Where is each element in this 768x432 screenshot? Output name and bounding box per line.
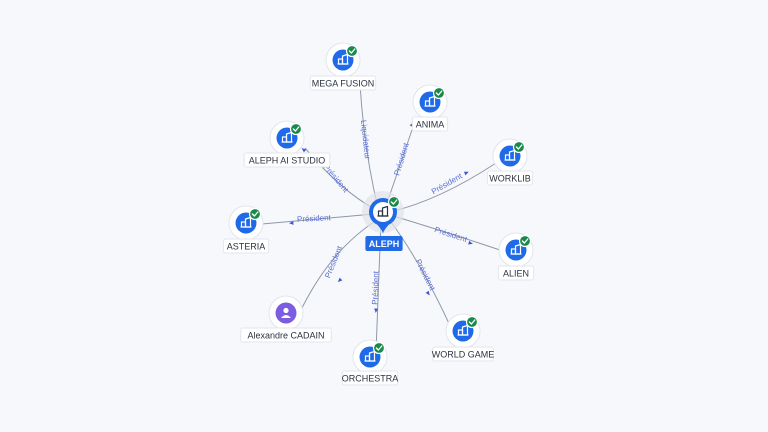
node-world_game[interactable]: WORLD GAME <box>432 313 495 362</box>
edge-arrow-icon <box>301 148 307 153</box>
verified-check-icon <box>512 140 526 154</box>
person-icon <box>281 307 291 318</box>
verified-check-icon <box>465 315 479 329</box>
center-label-box <box>365 236 403 251</box>
node-label-box <box>411 116 449 132</box>
edge-alexandre_cadain: Président <box>299 219 378 313</box>
nodes-layer: MEGA FUSION ANIMA ALEPH AI STUDIO WORKLIB AS… <box>222 42 535 386</box>
node-label: ALIEN <box>503 269 529 279</box>
verified-check-icon <box>432 86 446 100</box>
node-alexandre_cadain[interactable]: Alexandre CADAIN <box>240 295 332 343</box>
node-mega_fusion[interactable]: MEGA FUSION <box>309 42 377 91</box>
edge-role-label: Président <box>323 244 344 279</box>
node-alien[interactable]: ALIEN <box>497 232 535 281</box>
edge-arrow-icon <box>337 277 343 283</box>
edge-arrow-icon <box>425 290 430 296</box>
verified-check-icon <box>345 44 359 58</box>
verified-check-icon <box>248 207 262 221</box>
node-label-box <box>240 327 332 343</box>
verified-check-icon <box>387 195 401 209</box>
node-label: ORCHESTRA <box>342 374 399 384</box>
node-aleph_ai_studio[interactable]: ALEPH AI STUDIO <box>243 120 331 168</box>
edge-arrow-icon <box>374 308 379 313</box>
node-label-box <box>497 265 535 281</box>
node-label: ANIMA <box>416 120 445 130</box>
node-label-box <box>243 152 331 168</box>
node-worklib[interactable]: WORKLIB <box>486 138 534 186</box>
verified-check-icon <box>289 122 303 136</box>
node-label: WORKLIB <box>489 174 531 184</box>
edge-asteria: Président <box>261 213 375 225</box>
node-orchestra[interactable]: ORCHESTRA <box>341 339 399 386</box>
node-label-box <box>486 170 534 186</box>
edge-role-label: Président <box>433 225 469 244</box>
edge-arrow-icon <box>468 240 473 245</box>
node-label: ASTERIA <box>227 242 266 252</box>
node-label: ALEPH AI STUDIO <box>249 156 326 166</box>
node-label: Alexandre CADAIN <box>247 331 324 341</box>
center-node[interactable]: ALEPH <box>362 191 404 251</box>
verified-check-icon <box>518 234 532 248</box>
building-icon <box>377 205 389 217</box>
node-label-box <box>432 346 494 362</box>
edge-line <box>261 213 375 225</box>
node-label-box <box>341 370 399 386</box>
edge-role-label: Président <box>414 258 438 293</box>
edge-role-label: Président <box>430 171 464 196</box>
verified-check-icon <box>372 341 386 355</box>
node-label: WORLD GAME <box>432 350 495 360</box>
node-asteria[interactable]: ASTERIA <box>222 205 270 254</box>
edge-arrow-icon <box>463 171 469 176</box>
edge-role-label: Liquidateur <box>359 120 372 161</box>
edge-role-label: Président <box>392 141 411 177</box>
node-label-box <box>309 75 377 91</box>
edge-role-label: Président <box>370 270 380 305</box>
node-anima[interactable]: ANIMA <box>411 84 449 132</box>
node-label-box <box>222 238 270 254</box>
edge-role-label: Président <box>297 213 332 224</box>
edge-line <box>299 219 378 313</box>
edge-worklib: Président <box>389 162 497 213</box>
center-label: ALEPH <box>369 239 400 249</box>
edge-arrow-icon <box>289 220 294 225</box>
node-label: MEGA FUSION <box>312 79 375 89</box>
